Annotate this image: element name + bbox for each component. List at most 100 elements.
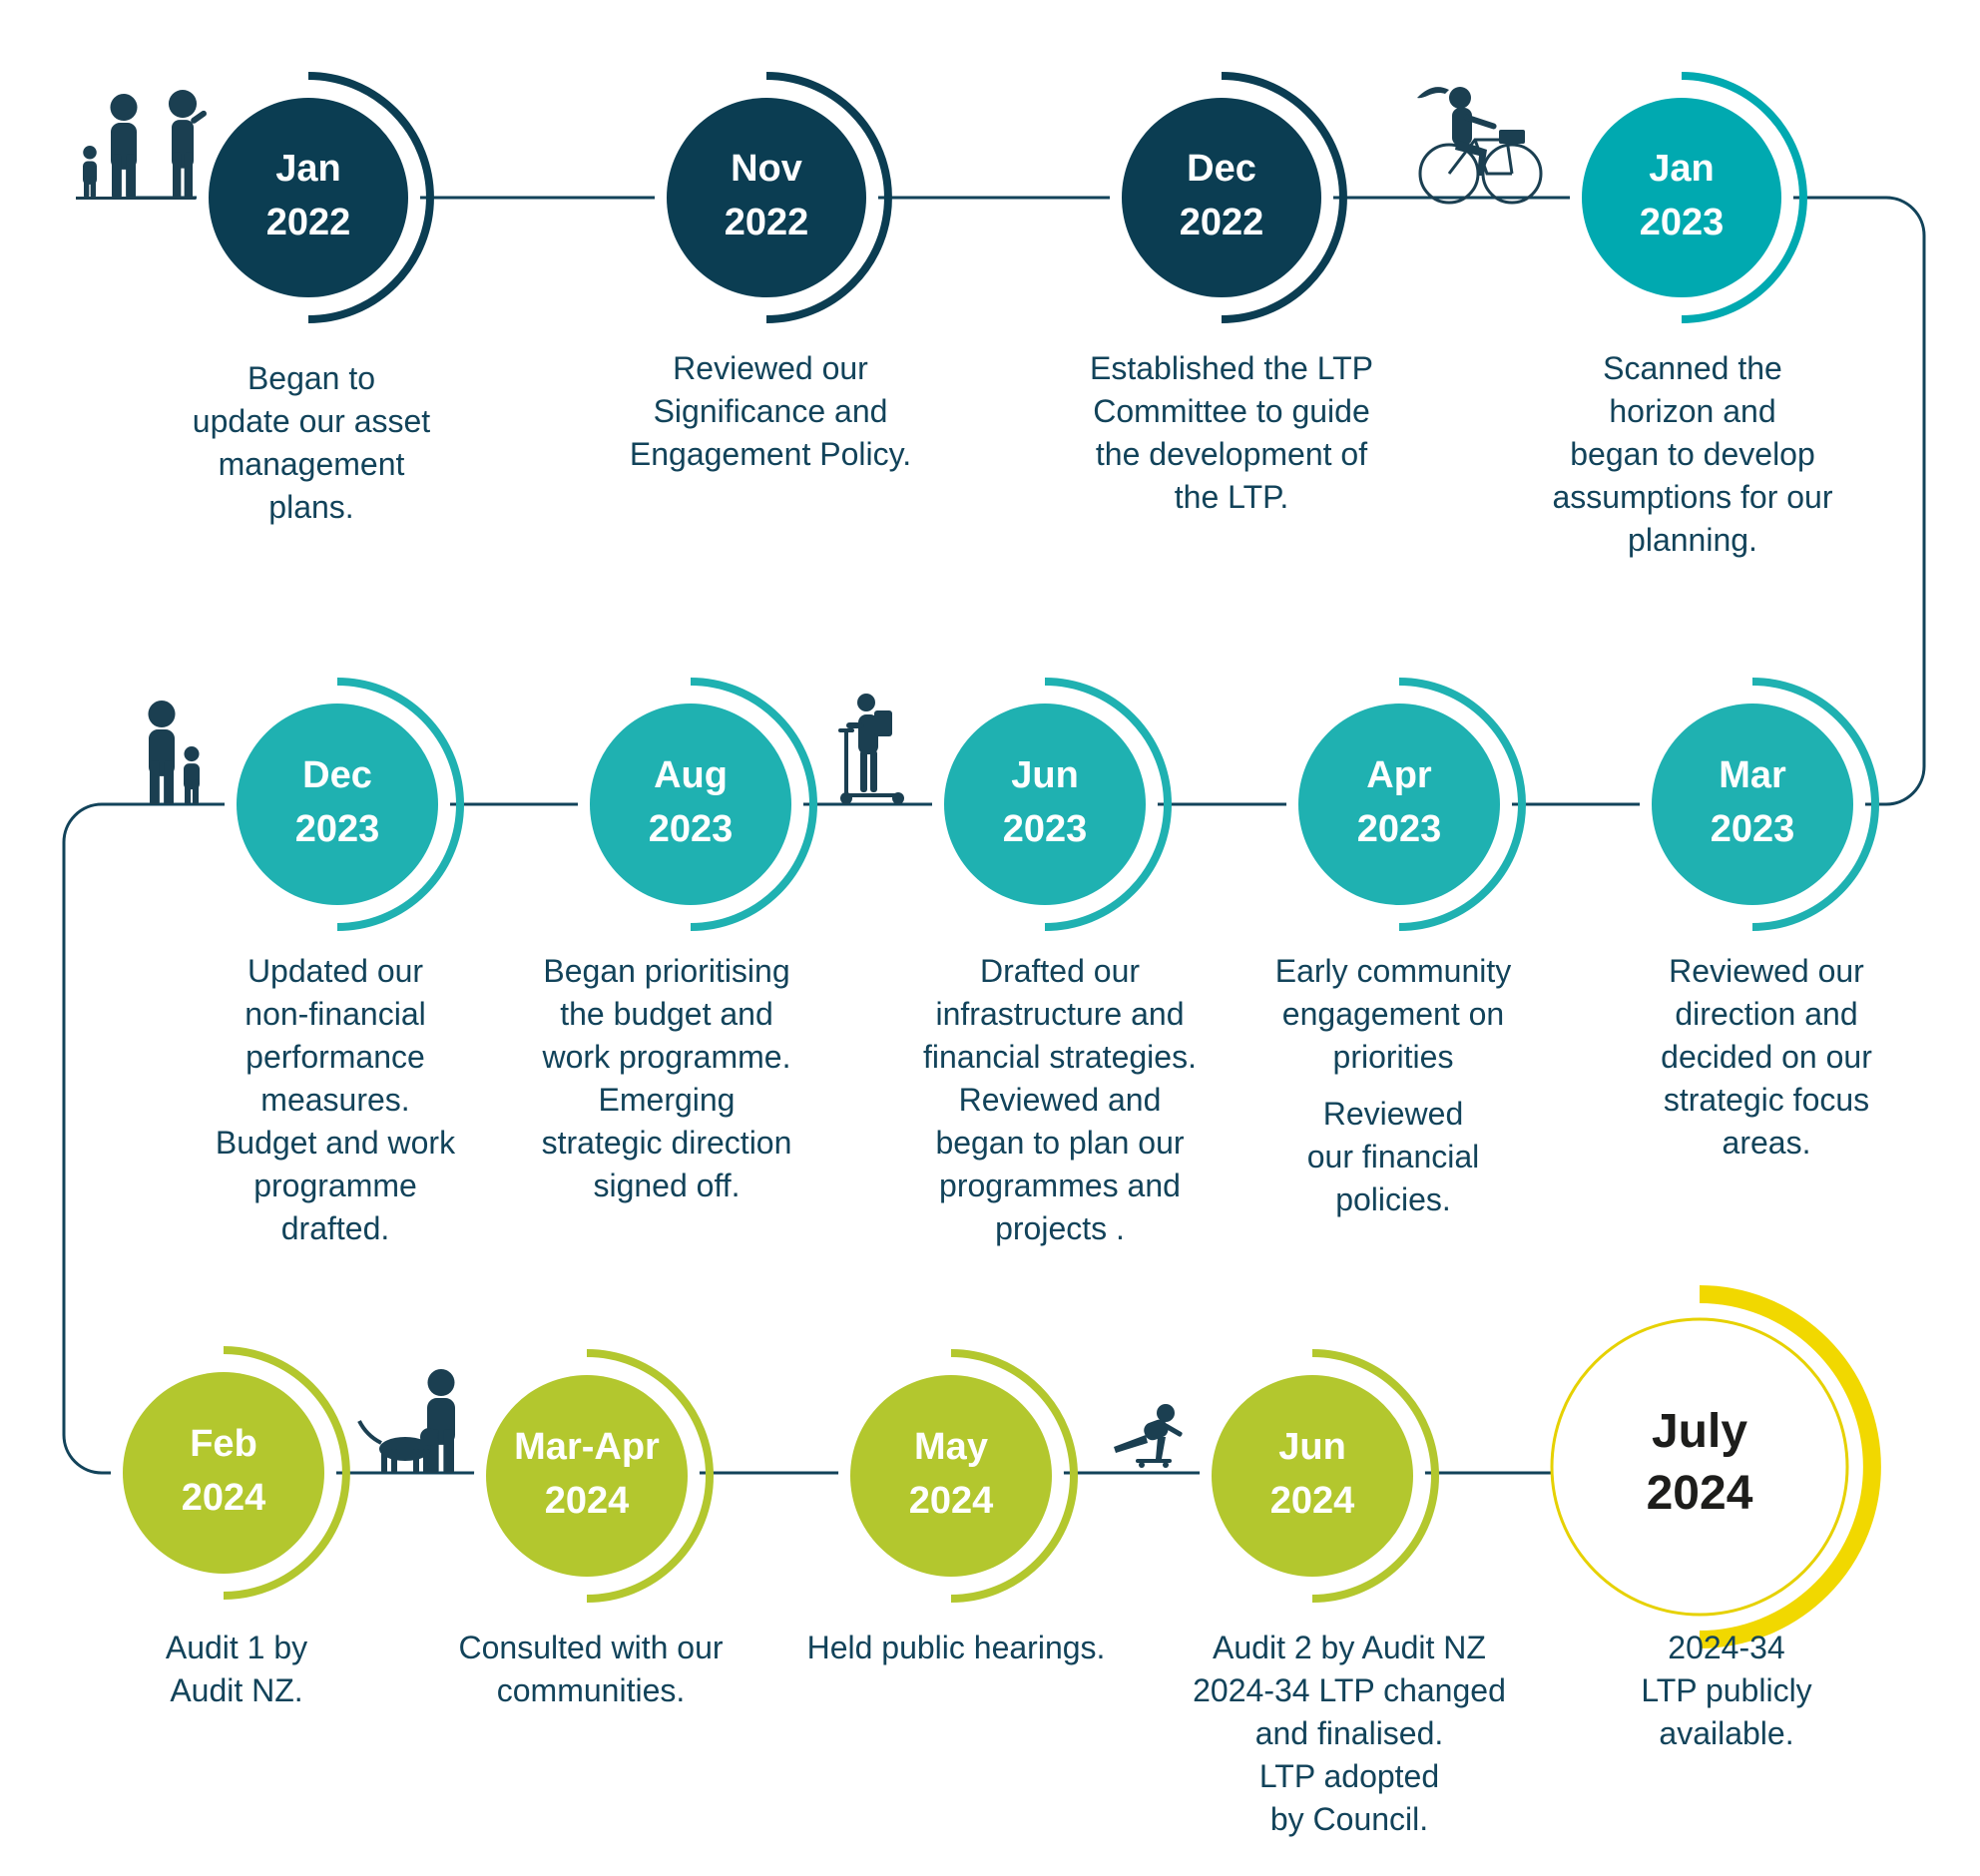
milestone-node [225,678,464,931]
milestone-node [1570,72,1807,323]
node-circle [667,98,866,297]
milestone-description: Held public hearings. [786,1627,1126,1669]
milestone-date: Jun 2023 [935,748,1155,856]
description-paragraph: Established the LTP Committee to guide t… [1089,350,1373,515]
node-circle [123,1372,324,1574]
milestone-date: Aug 2023 [581,748,800,856]
cyclist-figure [1417,87,1543,205]
milestone-year: 2023 [294,808,380,850]
dog-walker-figure [357,1369,455,1473]
milestone-month: Jan [275,148,341,190]
description-paragraph: Early community engagement on priorities [1274,953,1512,1075]
ring-arc [1681,72,1807,323]
milestone-node [932,678,1172,931]
description-paragraph: Drafted our infrastructure and financial… [923,953,1197,1246]
skateboarder-figure [1114,1404,1183,1468]
milestone-description: Reviewed our direction and decided on ou… [1602,950,1931,1165]
milestone-node [1550,1285,1881,1648]
node-circle [944,704,1146,905]
description-paragraph: Reviewed our direction and decided on ou… [1661,953,1872,1161]
milestone-description: 2024-34 LTP publicly available. [1577,1627,1876,1755]
final-ring-arc [1699,1285,1881,1648]
milestone-date: Mar 2023 [1643,748,1862,856]
ring-arc [690,678,817,931]
milestone-year: 2023 [648,808,734,850]
ring-arc [950,1349,1078,1603]
milestone-description: Updated our non-financial performance me… [171,950,500,1250]
node-circle [590,704,791,905]
milestone-year: 2024 [181,1477,266,1519]
ring-arc [223,1346,350,1600]
ring-arc [1311,1349,1439,1603]
node-circle [209,98,408,297]
milestone-node [1110,72,1347,323]
milestone-date: Dec 2023 [228,748,447,856]
description-paragraph: Updated our non-financial performance me… [215,953,456,1246]
ring-arc [1044,678,1172,931]
family-walking-figure [76,90,208,200]
milestone-date: July 2024 [1550,1401,1849,1525]
milestone-month: Dec [1187,148,1256,190]
milestone-month: July [1651,1405,1748,1458]
milestone-node [474,1349,714,1603]
node-circle [1582,98,1781,297]
node-circle [486,1375,688,1577]
description-paragraph: Audit 1 by Audit NZ. [165,1630,308,1708]
milestone-node [655,72,892,323]
milestone-month: Dec [302,754,372,796]
milestone-node [838,1349,1078,1603]
description-paragraph: Began to update our asset management pla… [192,360,431,525]
milestone-year: 2023 [1356,808,1442,850]
ring-arc [336,678,464,931]
node-circle [1122,98,1321,297]
milestone-node [197,72,434,323]
milestone-year: 2023 [1639,202,1725,243]
description-paragraph: 2024-34 LTP publicly available. [1641,1630,1812,1751]
milestone-year: 2023 [1710,808,1795,850]
description-paragraph: Reviewed our financial policies. [1306,1096,1480,1217]
milestone-year: 2022 [265,202,351,243]
milestone-year: 2024 [1646,1467,1753,1520]
milestone-month: Jan [1649,148,1715,190]
milestone-year: 2022 [1179,202,1264,243]
ring-arc [1221,72,1347,323]
milestone-node [1200,1349,1439,1603]
parent-child-figure [148,701,200,804]
milestone-description: Began prioritising the budget and work p… [502,950,831,1207]
milestone-node [1286,678,1526,931]
ring-arc [1751,678,1879,931]
milestone-node [578,678,817,931]
node-circle [1212,1375,1413,1577]
milestone-month: Mar-Apr [514,1426,660,1468]
milestone-description: Began to update our asset management pla… [132,357,491,529]
milestone-month: Jun [1011,754,1079,796]
milestone-year: 2022 [724,202,809,243]
ring-arc [307,72,434,323]
node-circle [1298,704,1500,905]
description-paragraph: Consulted with our communities. [458,1630,724,1708]
milestone-node [111,1346,350,1600]
final-circle-outline [1550,1317,1849,1617]
milestone-year: 2024 [1269,1480,1355,1522]
milestone-date: Jan 2023 [1572,142,1791,249]
milestone-month: Aug [654,754,728,796]
milestone-year: 2024 [544,1480,630,1522]
milestone-year: 2023 [1002,808,1088,850]
milestone-description: Scanned the horizon and began to develop… [1503,347,1882,562]
milestone-description: Audit 1 by Audit NZ. [72,1627,401,1712]
milestone-month: Mar [1719,754,1786,796]
description-paragraph: Scanned the horizon and began to develop… [1552,350,1833,558]
node-circle [1652,704,1853,905]
description-paragraph: Audit 2 by Audit NZ 2024-34 LTP changed … [1193,1630,1506,1837]
milestone-description: Drafted our infrastructure and financial… [895,950,1225,1250]
ring-arc [1398,678,1526,931]
milestone-date: Jan 2022 [199,142,418,249]
milestone-month: Nov [731,148,802,190]
milestone-description: Early community engagement on priorities… [1229,950,1558,1221]
